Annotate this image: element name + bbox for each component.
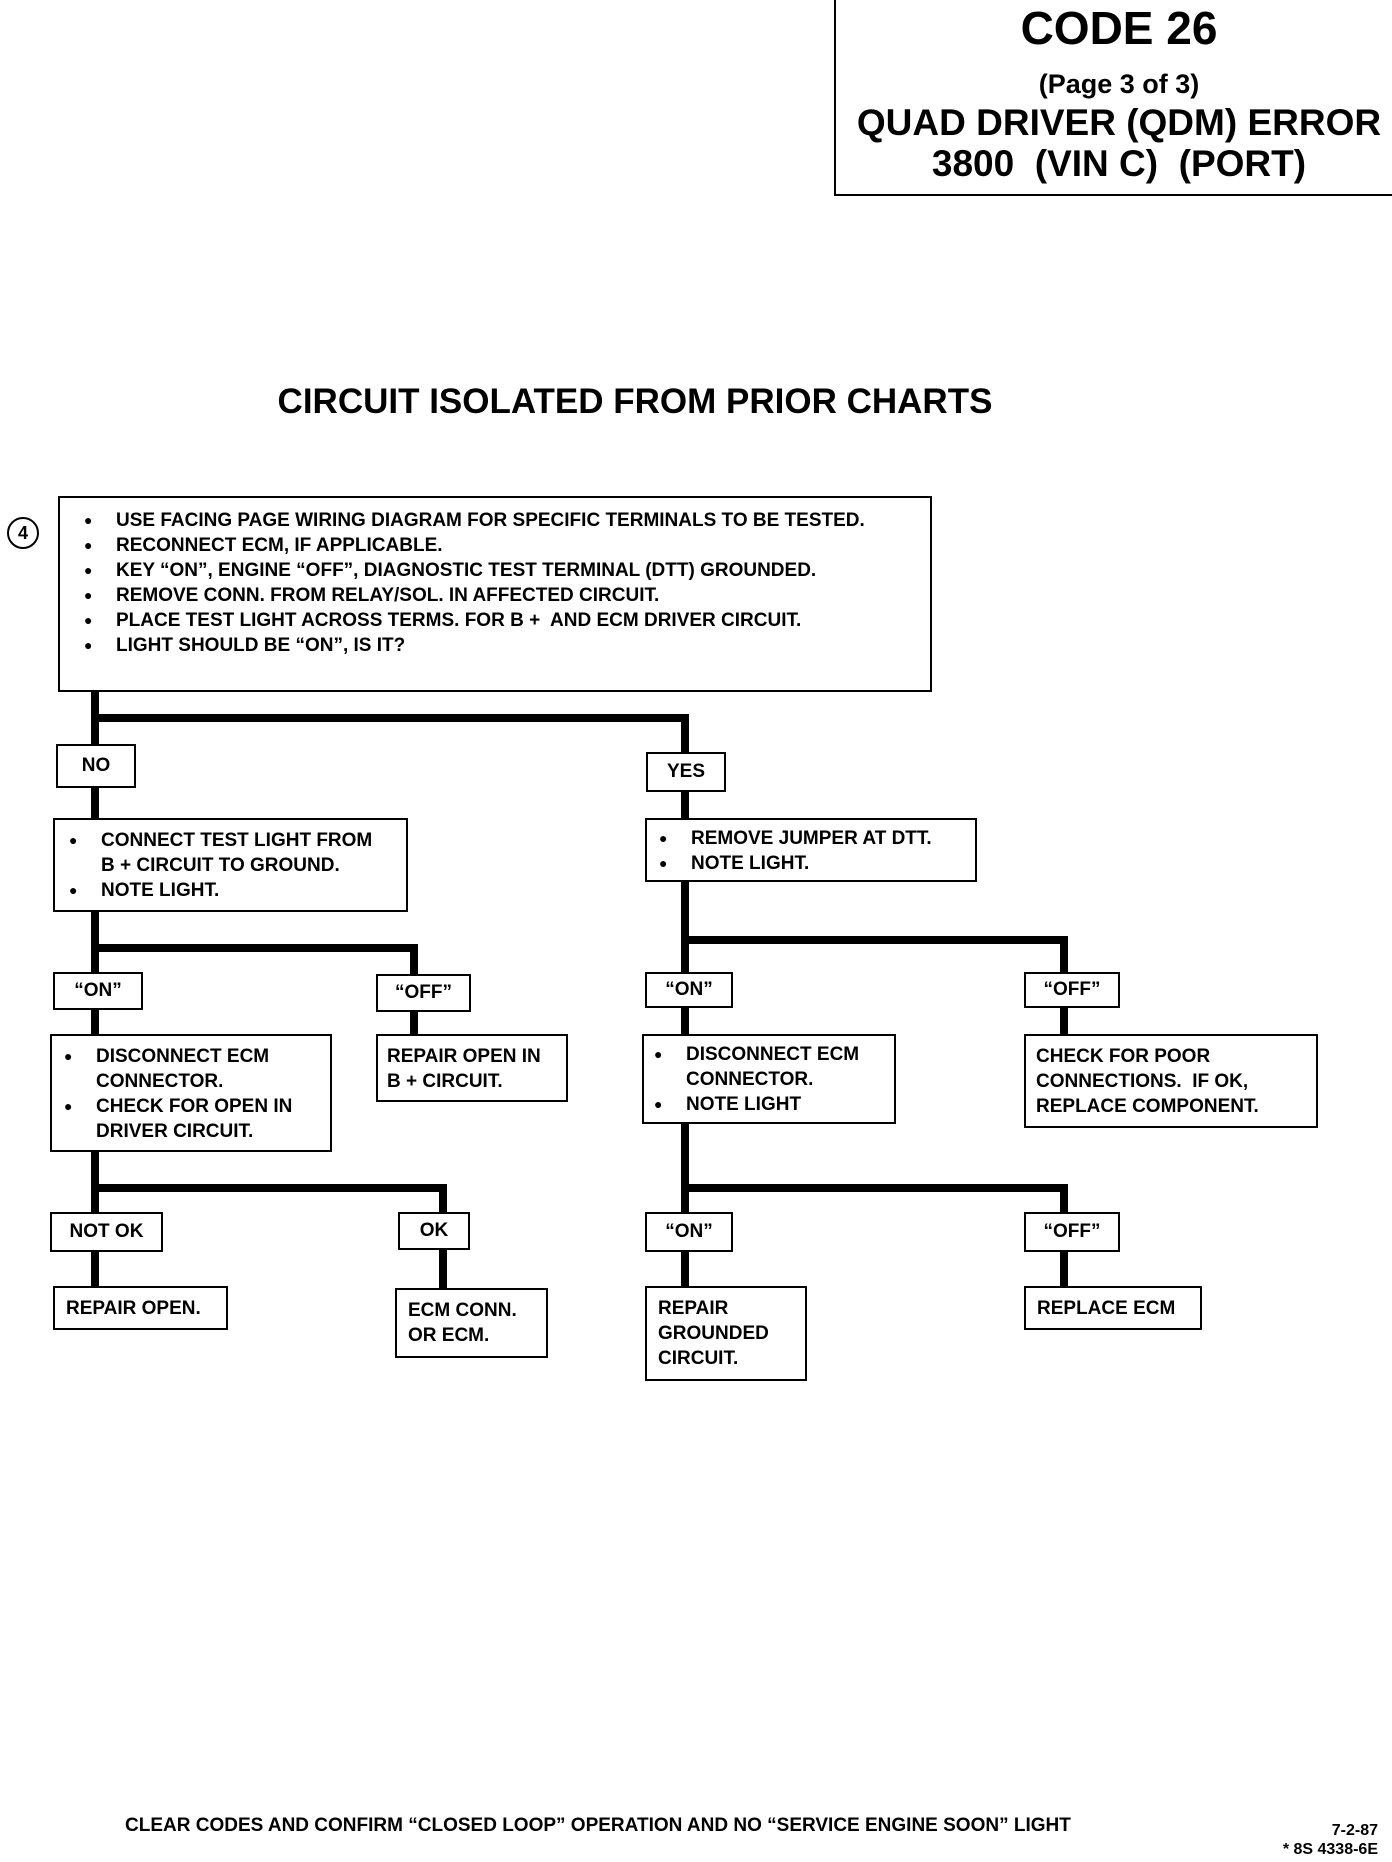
list-item: CHECK FOR OPEN IN DRIVER CIRCUIT. [54,1094,330,1144]
header-title-line1: QUAD DRIVER (QDM) ERROR [856,102,1382,143]
replace-ecm-text: REPLACE ECM [1037,1298,1176,1319]
list-item: PLACE TEST LIGHT ACROSS TERMS. FOR B + A… [74,608,930,633]
start-instructions-box: USE FACING PAGE WIRING DIAGRAM FOR SPECI… [58,496,932,692]
replace-ecm-box: REPLACE ECM [1024,1286,1202,1330]
ecm-conn-or-ecm-box: ECM CONN. OR ECM. [395,1288,548,1358]
left-disconnect-ecm-box: DISCONNECT ECM CONNECTOR. CHECK FOR OPEN… [50,1034,332,1152]
check-poor-connections-text: CHECK FOR POOR CONNECTIONS. IF OK, REPLA… [1036,1046,1259,1117]
start-instructions-list: USE FACING PAGE WIRING DIAGRAM FOR SPECI… [60,508,930,658]
list-item: NOTE LIGHT [644,1092,894,1117]
yes-label: YES [646,752,726,792]
check-poor-connections-box: CHECK FOR POOR CONNECTIONS. IF OK, REPLA… [1024,1034,1318,1128]
left-on-label: “ON” [53,972,143,1010]
list-item: USE FACING PAGE WIRING DIAGRAM FOR SPECI… [74,508,930,533]
list-item: DISCONNECT ECM CONNECTOR. [644,1042,894,1092]
right-remove-jumper-list: REMOVE JUMPER AT DTT. NOTE LIGHT. [647,826,975,876]
list-item: CONNECT TEST LIGHT FROM B + CIRCUIT TO G… [59,828,406,878]
no-label: NO [56,744,136,788]
repair-grounded-circuit-text: REPAIR GROUNDED CIRCUIT. [658,1298,769,1369]
left-test-light-list: CONNECT TEST LIGHT FROM B + CIRCUIT TO G… [55,828,406,903]
left-off-label: “OFF” [376,974,471,1012]
repair-grounded-circuit-box: REPAIR GROUNDED CIRCUIT. [645,1286,807,1381]
code-title: CODE 26 [1020,2,1218,54]
list-item: NOTE LIGHT. [649,851,975,876]
repair-open-b-plus-box: REPAIR OPEN IN B + CIRCUIT. [376,1034,568,1102]
right-off2-label: “OFF” [1024,1212,1120,1252]
right-on-label: “ON” [645,972,733,1008]
list-item: REMOVE CONN. FROM RELAY/SOL. IN AFFECTED… [74,583,930,608]
left-test-light-box: CONNECT TEST LIGHT FROM B + CIRCUIT TO G… [53,818,408,912]
step-number: 4 [17,522,28,543]
right-disconnect-ecm-list: DISCONNECT ECM CONNECTOR. NOTE LIGHT [644,1042,894,1117]
right-on2-label: “ON” [645,1212,733,1252]
right-remove-jumper-box: REMOVE JUMPER AT DTT. NOTE LIGHT. [645,818,977,882]
list-item: DISCONNECT ECM CONNECTOR. [54,1044,330,1094]
list-item: RECONNECT ECM, IF APPLICABLE. [74,533,930,558]
not-ok-label: NOT OK [50,1212,163,1252]
left-disconnect-ecm-list: DISCONNECT ECM CONNECTOR. CHECK FOR OPEN… [52,1044,330,1144]
list-item: REMOVE JUMPER AT DTT. [649,826,975,851]
footer-note: CLEAR CODES AND CONFIRM “CLOSED LOOP” OP… [125,1815,1071,1836]
footer-date: 7-2-87 [1331,1822,1378,1839]
code-header-box: CODE 26 (Page 3 of 3) QUAD DRIVER (QDM) … [834,0,1392,196]
right-off-label: “OFF” [1024,972,1120,1008]
footer-reference: * 8S 4338-6E [1282,1841,1378,1858]
list-item: KEY “ON”, ENGINE “OFF”, DIAGNOSTIC TEST … [74,558,930,583]
ecm-conn-or-ecm-text: ECM CONN. OR ECM. [408,1300,517,1346]
page-indicator: (Page 3 of 3) [1038,69,1200,99]
ok-label: OK [398,1212,470,1250]
repair-open-b-plus-text: REPAIR OPEN IN B + CIRCUIT. [387,1046,541,1092]
list-item: LIGHT SHOULD BE “ON”, IS IT? [74,633,930,658]
right-disconnect-ecm-box: DISCONNECT ECM CONNECTOR. NOTE LIGHT [642,1034,896,1124]
header-title-line2: 3800 (VIN C) (PORT) [931,143,1307,184]
section-title: CIRCUIT ISOLATED FROM PRIOR CHARTS [277,382,993,421]
step-number-circle: 4 [7,517,39,549]
repair-open-box: REPAIR OPEN. [53,1286,228,1330]
repair-open-text: REPAIR OPEN. [66,1298,201,1319]
list-item: NOTE LIGHT. [59,878,406,903]
